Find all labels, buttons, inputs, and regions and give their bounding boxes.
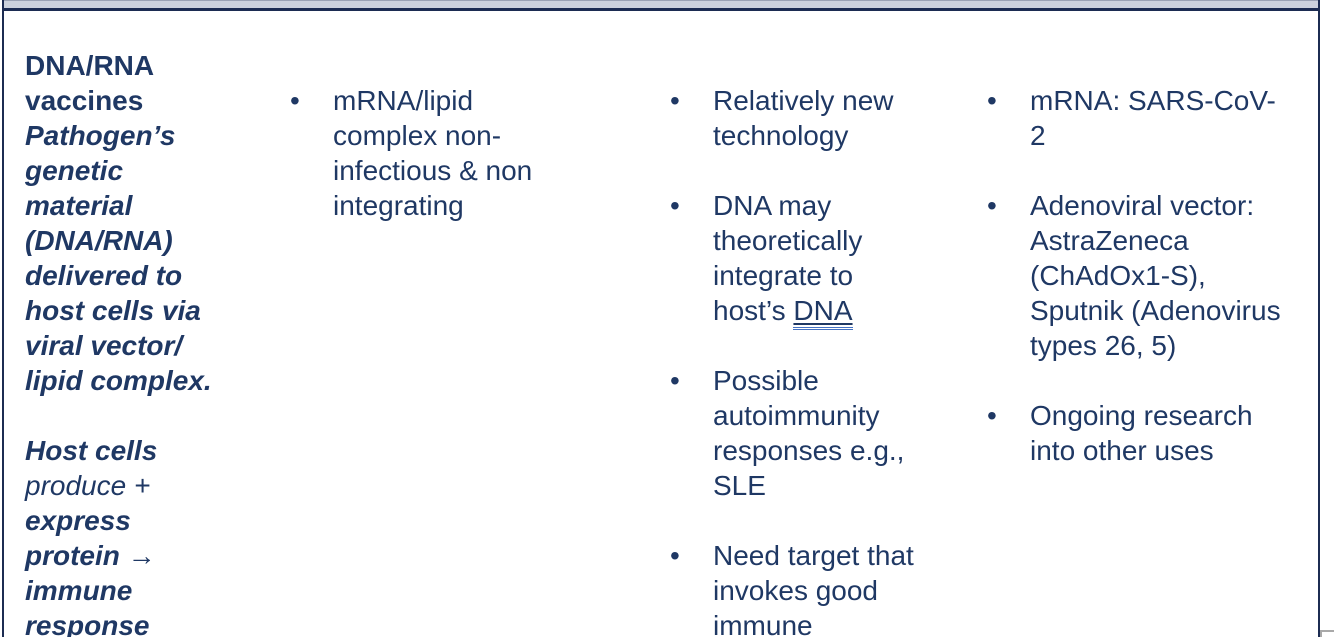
cons-bullet-list: Relatively new technology DNA may theore… <box>668 48 967 637</box>
grammar-underline-dna[interactable]: DNA <box>793 295 853 330</box>
bullet-item: mRNA: SARS-CoV- 2 <box>985 83 1310 153</box>
cell-pros[interactable]: mRNA/lipid complex non- infectious & non… <box>278 11 658 637</box>
bullet-item: Ongoing research into other uses <box>985 398 1310 468</box>
cell-description[interactable]: DNA/RNA vaccines Pathogen’s genetic mate… <box>4 11 278 637</box>
produce-text: produce + <box>25 470 151 501</box>
bullet-item: Relatively new technology <box>668 83 967 153</box>
cons-item-text: DNA may theoretically integrate to host’… <box>713 190 863 326</box>
bullet-item: Need target that invokes good immune res… <box>668 538 967 637</box>
cell-examples[interactable]: mRNA: SARS-CoV- 2 Adenoviral vector: Ast… <box>975 11 1318 637</box>
bullet-item: Possible autoimmunity responses e.g., SL… <box>668 363 967 503</box>
dna-rna-vaccines-row: DNA/RNA vaccines Pathogen’s genetic mate… <box>4 8 1318 637</box>
pros-bullet-list: mRNA/lipid complex non- infectious & non… <box>288 48 650 258</box>
vaccine-type-title: DNA/RNA vaccines <box>25 50 155 116</box>
examples-bullet-list: mRNA: SARS-CoV- 2 Adenoviral vector: Ast… <box>985 48 1310 503</box>
express-protein-text: express protein → immune <box>25 505 156 606</box>
cell-cons[interactable]: Relatively new technology DNA may theore… <box>658 11 975 637</box>
grammar-underline-response[interactable]: response <box>25 610 150 637</box>
bullet-item: Adenoviral vector: AstraZeneca (ChAdOx1-… <box>985 188 1310 363</box>
bullet-item: mRNA/lipid complex non- infectious & non… <box>288 83 650 223</box>
table-resize-handle[interactable] <box>1320 630 1334 637</box>
previous-row-edge <box>4 0 1318 8</box>
mechanism-text: Pathogen’s genetic material (DNA/RNA) de… <box>25 120 212 396</box>
host-cells-text: Host cells <box>25 435 158 466</box>
bullet-item: DNA may theoretically integrate to host’… <box>668 188 967 330</box>
